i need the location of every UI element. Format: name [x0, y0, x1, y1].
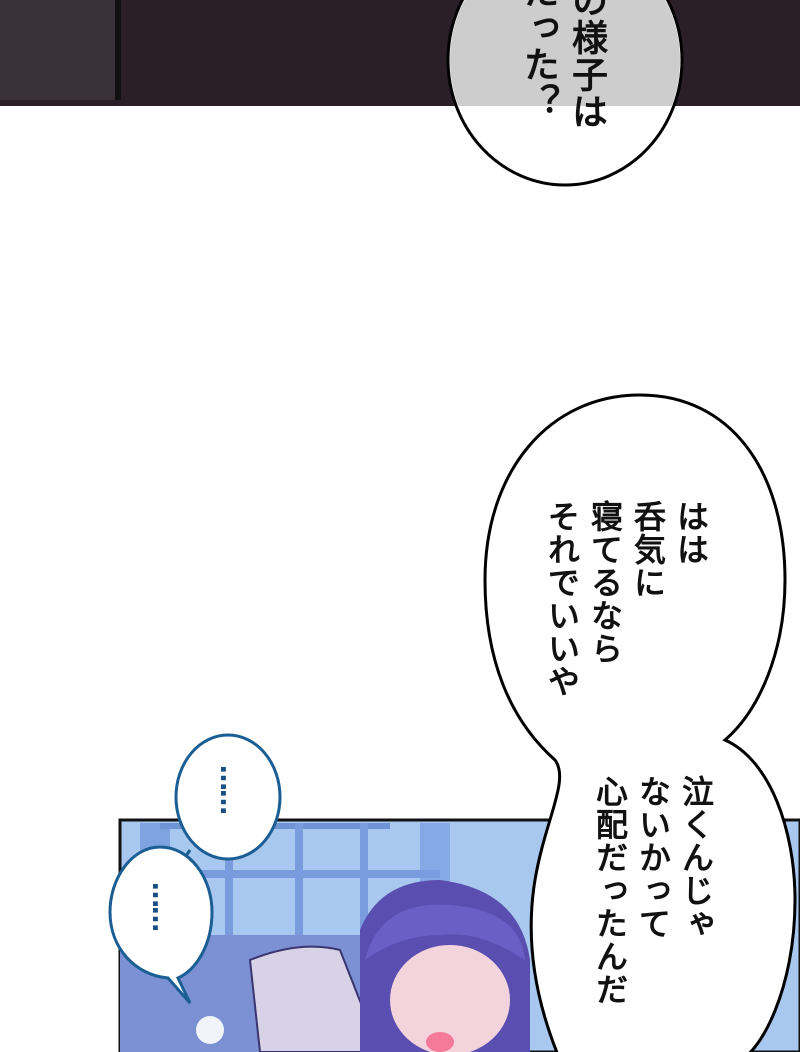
blue-speech-bubble-1	[174, 733, 282, 861]
bubble-line-haha: はは	[672, 500, 710, 566]
bubble-line-naku: 泣くんじゃ	[677, 775, 715, 940]
bubble-line-shinpai: 心配だったんだ	[591, 775, 629, 1006]
bubble-line-neteru: 寝てるなら	[586, 500, 624, 665]
blue-speech-bubble-2	[108, 845, 214, 1004]
bubble-line-naika: ないかって	[634, 775, 672, 940]
top-panel-wall	[0, 0, 115, 100]
top-bubble-line-2: だった？	[518, 0, 559, 120]
top-bubble-line-1: の様子は	[566, 0, 607, 130]
bubble-line-nonki: 呑気に	[629, 500, 667, 599]
blue-bubble-2-text: ……	[146, 882, 176, 930]
bubble-line-sorede: それでいいや	[543, 500, 581, 698]
main-speech-bubble	[483, 393, 797, 1052]
blue-bubble-1-text: ……	[214, 765, 244, 813]
